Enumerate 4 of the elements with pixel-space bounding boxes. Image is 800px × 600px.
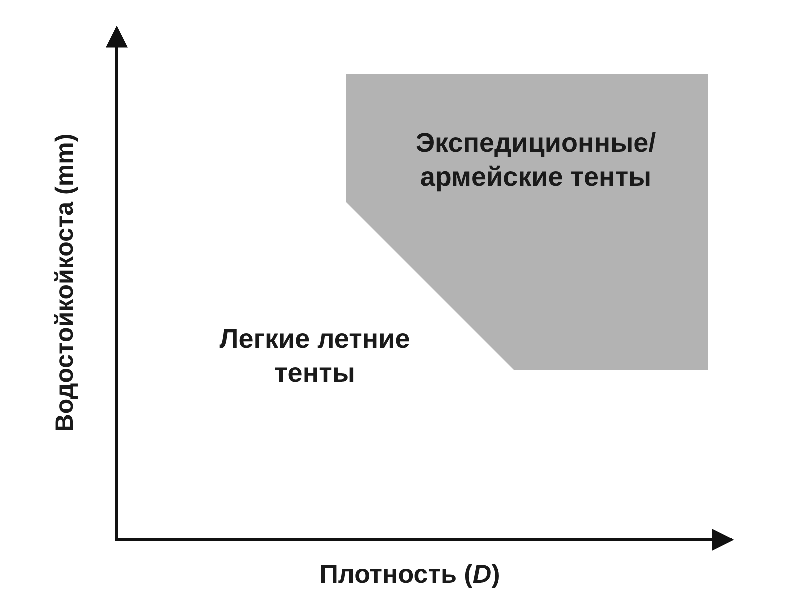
region-label: Легкие летние тенты [218, 323, 412, 390]
axis-title: Водостойкойкоста (mm) [50, 132, 80, 434]
axis-title: Плотность (D) [318, 558, 502, 590]
region-label: Экспедиционные/ армейские тенты [414, 127, 658, 194]
